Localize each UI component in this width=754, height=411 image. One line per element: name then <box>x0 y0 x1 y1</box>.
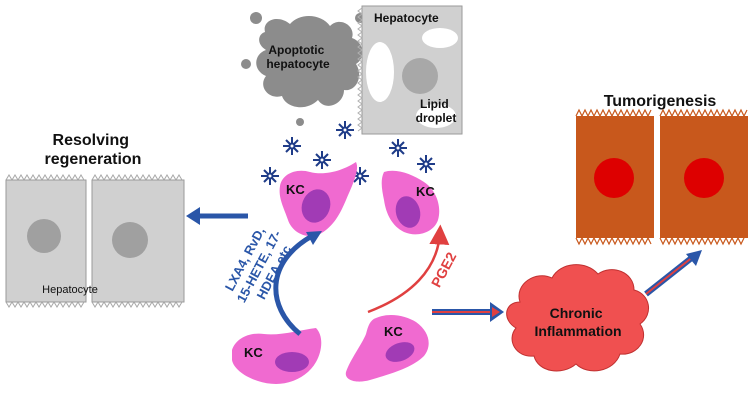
resolving-mediators-label: LXA4, RvD, 15-HETE, 17- HDEA etc <box>220 217 301 312</box>
arrow-to-regeneration <box>186 207 248 225</box>
chronic-inflammation-label: Chronic Inflammation <box>534 305 621 339</box>
apoptotic-hepatocyte: Apoptotic hepatocyte <box>241 12 375 126</box>
kc-label: KC <box>286 182 305 197</box>
particle-star <box>389 139 407 157</box>
tumor-cells <box>575 108 748 246</box>
kc-cell-top-left: KC <box>279 162 358 237</box>
hepatocyte-left-label: Hepatocyte <box>42 284 98 296</box>
particle-star <box>336 121 354 139</box>
particle-star <box>313 151 331 169</box>
tumorigenesis-title: Tumorigenesis <box>604 93 717 110</box>
chronic-line1: Chronic <box>550 305 603 321</box>
lipid-label-line1: Lipid <box>420 97 449 111</box>
kc-label: KC <box>244 345 263 360</box>
apoptotic-particles <box>261 121 435 185</box>
lipid-droplet-label: Lipid droplet <box>416 97 457 125</box>
arrow-to-tumorigenesis <box>644 250 702 297</box>
kc-cell-top-right: KC <box>381 170 440 235</box>
arrow-resolving-mediators <box>273 231 322 336</box>
hepatocytes-regeneration: Hepatocyte <box>5 174 185 308</box>
resolving-line2: regeneration <box>45 151 142 168</box>
kc-cell-bottom-right: KC <box>345 315 429 382</box>
kc-cell-bottom-left: KC <box>232 328 322 384</box>
hepatocyte-top-label: Hepatocyte <box>374 11 439 25</box>
chronic-inflammation-cloud: Chronic Inflammation <box>506 264 649 372</box>
resolving-regeneration-title: Resolving regeneration <box>45 132 142 168</box>
arrow-pge2 <box>367 224 450 314</box>
kc-label: KC <box>384 324 403 339</box>
hepatocyte-with-lipid-droplets: Hepatocyte Lipid droplet <box>357 5 463 135</box>
apoptotic-label-line1: Apoptotic <box>268 43 324 57</box>
arrow-to-inflammation <box>432 302 504 322</box>
lipid-label-line2: droplet <box>416 111 457 125</box>
particle-star <box>417 155 435 173</box>
resolving-line1: Resolving <box>53 132 129 149</box>
apoptotic-hepatocyte-label: Apoptotic hepatocyte <box>266 43 330 71</box>
pge2-label: PGE2 <box>428 249 460 290</box>
kc-label: KC <box>416 184 435 199</box>
chronic-line2: Inflammation <box>534 323 621 339</box>
particle-star <box>283 137 301 155</box>
particle-star <box>261 167 279 185</box>
apoptotic-label-line2: hepatocyte <box>266 57 330 71</box>
